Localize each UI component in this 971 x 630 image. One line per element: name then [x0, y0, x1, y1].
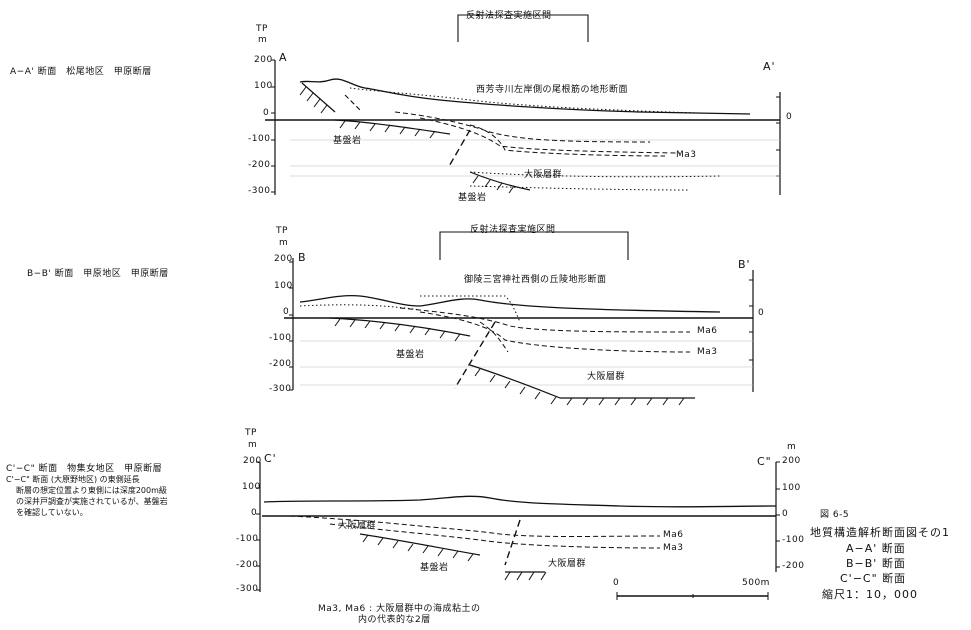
section-c-drawing [256, 461, 780, 600]
section-b-tp-label: TP [276, 226, 288, 236]
section-c-tick-200: 200 [243, 456, 262, 466]
section-c-note-3: の深井戸調査が実施されているが、基盤岩 [16, 497, 168, 506]
section-b-tick-minus100: -100 [269, 333, 292, 343]
section-c-left-letter: C' [264, 452, 277, 465]
section-c-right-tick-100: 100 [782, 483, 801, 493]
section-c-ma3: Ma3 [663, 543, 684, 553]
section-c-ma6: Ma6 [663, 530, 684, 540]
section-c-right-tick-0: 0 [782, 509, 789, 519]
section-c-right-tick-minus200: -200 [782, 561, 805, 571]
section-a-tp-label: TP [256, 24, 268, 34]
section-a-tick-100: 100 [254, 81, 273, 91]
section-c-right-letter: C" [757, 455, 772, 468]
section-b-right-letter: B' [738, 258, 751, 271]
section-a-tick-minus300: -300 [248, 186, 271, 196]
section-a-right-letter: A' [763, 60, 776, 73]
section-c-tick-0: 0 [251, 508, 258, 518]
section-c-tp-label: TP [245, 428, 257, 438]
scale-bar-start: 0 [613, 578, 620, 588]
section-c-title: C'−C" 断面 物集女地区 甲原断層 [6, 464, 163, 474]
section-b-tick-200: 200 [274, 254, 293, 264]
section-a-terrain-label: 西芳寺川左岸側の尾根筋の地形断面 [476, 85, 629, 95]
section-a-drawing [265, 14, 781, 195]
section-b-drawing [284, 231, 754, 406]
section-c-right-tick-200: 200 [782, 456, 801, 466]
section-a-title: A−A' 断面 松尾地区 甲原断層 [10, 67, 152, 77]
section-a-tick-minus100: -100 [248, 134, 271, 144]
section-c-basement: 基盤岩 [420, 563, 449, 573]
section-b-terrain [299, 294, 721, 313]
section-a-ma3: Ma3 [676, 150, 697, 160]
section-c-osaka-group-2: 大阪層群 [548, 559, 587, 569]
section-b-terrain-label: 御陵三宮神社西側の丘陵地形断面 [464, 275, 607, 285]
section-c-note-1: C'−C" 断面 (大原野地区) の東側延長 [6, 475, 140, 484]
section-a-tick-200: 200 [254, 55, 273, 65]
section-b-tick-minus300: -300 [269, 384, 292, 394]
section-b-tick-minus200: -200 [269, 359, 292, 369]
section-c-note-4: を確認していない。 [16, 508, 88, 517]
figure-title: 地質構造解析断面図その1 [810, 526, 950, 539]
section-a-survey-label: 反射法探査実施区間 [466, 11, 552, 21]
section-b-tick-100: 100 [274, 281, 293, 291]
section-a-survey-bracket [457, 14, 589, 42]
section-c-terrain [263, 495, 777, 508]
legend-note-line-1: Ma3, Ma6 : 大阪層群中の海成粘土の [318, 604, 481, 614]
section-a-unit: m [258, 35, 268, 45]
section-a-tick-minus200: -200 [248, 160, 271, 170]
section-c-note-2: 断層の想定位置より東側には深度200m級 [16, 486, 167, 495]
section-c-tick-100: 100 [242, 482, 261, 492]
section-b-survey-label: 反射法探査実施区間 [470, 225, 556, 235]
section-a-right-zero: 0 [786, 112, 793, 122]
figure-number: 図 6-5 [820, 510, 850, 520]
section-b-ma3: Ma3 [697, 347, 718, 357]
section-a-tick-0: 0 [263, 108, 270, 118]
section-b-fault [454, 321, 496, 389]
figure-line-c: C'−C" 断面 [840, 572, 907, 585]
section-c-tick-minus200: -200 [236, 560, 259, 570]
section-c-unit: m [248, 440, 258, 450]
section-c-fault [504, 519, 521, 566]
section-c-osaka-group-1: 大阪層群 [338, 521, 377, 531]
section-a-osaka-group: 大阪層群 [524, 170, 563, 180]
section-c-right-unit: m [787, 442, 797, 452]
section-b-tick-0: 0 [283, 307, 290, 317]
figure-scale: 縮尺1：10，000 [822, 588, 918, 601]
section-b-title: B−B' 断面 甲原地区 甲原断層 [27, 269, 169, 279]
section-a-basement-1: 基盤岩 [333, 136, 362, 146]
section-c-right-tick-minus100: -100 [782, 535, 805, 545]
legend-note-line-2: 内の代表的な2層 [358, 615, 431, 625]
section-b-unit: m [279, 238, 289, 248]
section-b-ma6: Ma6 [697, 326, 718, 336]
section-b-osaka-group: 大阪層群 [587, 372, 626, 382]
figure-line-a: A−A' 断面 [846, 542, 906, 555]
section-c-tick-minus300: -300 [236, 584, 259, 594]
section-a-fault [447, 129, 471, 169]
section-c-tick-minus100: -100 [236, 534, 259, 544]
section-b-basement: 基盤岩 [396, 350, 425, 360]
scale-bar-end: 500m [742, 578, 770, 588]
section-b-right-zero: 0 [758, 308, 765, 318]
section-a-basement-2: 基盤岩 [458, 193, 487, 203]
section-a-left-letter: A [279, 51, 288, 64]
section-b-left-letter: B [298, 251, 307, 264]
figure-line-b: B−B' 断面 [846, 557, 906, 570]
section-b-survey-bracket [439, 231, 629, 260]
